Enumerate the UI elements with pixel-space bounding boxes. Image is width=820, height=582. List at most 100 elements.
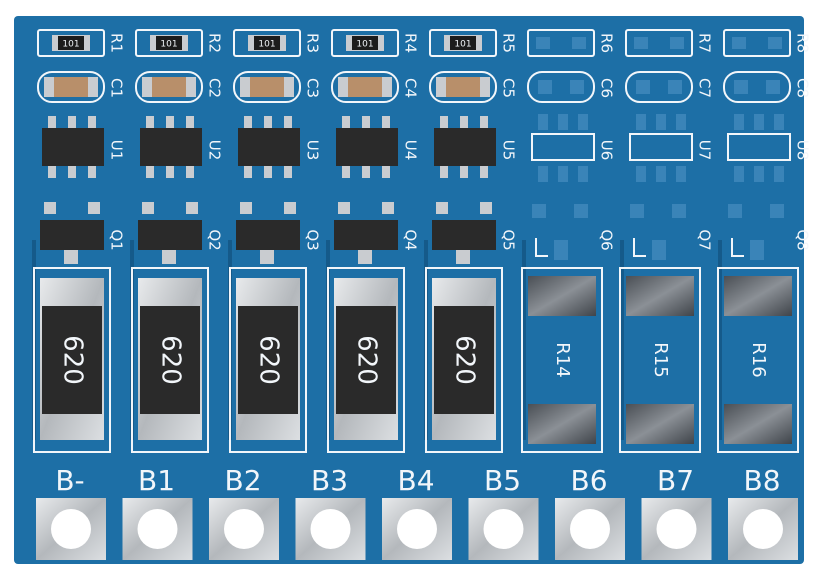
shunt-body [140, 306, 200, 414]
shunt-outline [425, 267, 503, 453]
shunt-outline [619, 267, 701, 453]
ic-pin [382, 116, 390, 128]
ic-label: U3 [304, 140, 322, 161]
pad-label: B3 [311, 464, 348, 497]
ic-pin [68, 166, 76, 178]
ic-pin [186, 116, 194, 128]
empty-pad [532, 204, 546, 218]
ic-pin [48, 116, 56, 128]
ic-chip [336, 128, 398, 166]
resistor-outline [723, 29, 791, 57]
capacitor-terminal [142, 77, 152, 97]
mosfet-label: Q3 [304, 229, 322, 250]
capacitor-outline [429, 71, 497, 103]
mosfet-chip [432, 220, 496, 250]
ic-pin [460, 116, 468, 128]
empty-pad [636, 114, 646, 130]
empty-pad [656, 166, 666, 182]
empty-pad [672, 204, 686, 218]
ic-pin [440, 166, 448, 178]
resistor-label: R1 [108, 33, 126, 53]
pad-label: B- [55, 464, 84, 497]
empty-pad [774, 114, 784, 130]
empty-pad [754, 166, 764, 182]
mosfet-pin [44, 202, 56, 214]
smd-capacitor [44, 77, 98, 97]
empty-pad [734, 166, 744, 182]
shunt-pad [528, 276, 596, 316]
resistor-outline [625, 29, 693, 57]
smd-resistor-body [254, 36, 280, 50]
empty-pad [536, 37, 550, 49]
empty-pad [538, 114, 548, 130]
mosfet-tab [456, 250, 470, 264]
ic-pin [264, 166, 272, 178]
shunt-pad [626, 276, 694, 316]
trace [522, 240, 526, 440]
mosfet-chip [138, 220, 202, 250]
shunt-body [42, 306, 102, 414]
mosfet-outline [535, 238, 548, 257]
solder-hole [483, 509, 524, 549]
solder-hole [137, 509, 178, 549]
capacitor-outline [723, 71, 791, 103]
empty-pad [652, 240, 666, 260]
mosfet-tab [260, 250, 274, 264]
ic-label: U5 [500, 140, 518, 161]
trace [718, 240, 722, 440]
empty-pad [574, 204, 588, 218]
ic-pin [186, 166, 194, 178]
capacitor-outline [135, 71, 203, 103]
capacitor-terminal [240, 77, 250, 97]
resistor-label: R2 [206, 33, 224, 53]
solder-hole [570, 509, 610, 549]
empty-pad [578, 166, 588, 182]
shunt-body [434, 306, 494, 414]
shunt-code: 620 [450, 335, 480, 385]
empty-pad [734, 80, 748, 94]
empty-pad [630, 204, 644, 218]
solder-hole [224, 509, 264, 549]
ic-label: U2 [206, 140, 224, 161]
ic-pin [146, 166, 154, 178]
ic-pin [264, 116, 272, 128]
pad-label: B7 [657, 464, 694, 497]
ic-pin [342, 166, 350, 178]
pad-label: B1 [138, 464, 175, 497]
capacitor-terminal [436, 77, 446, 97]
shunt-pad [724, 276, 792, 316]
mosfet-pin [88, 202, 100, 214]
empty-pad [558, 114, 568, 130]
smd-capacitor [436, 77, 490, 97]
capacitor-terminal [284, 77, 294, 97]
empty-pad [572, 37, 586, 49]
ic-label: U6 [598, 140, 616, 161]
mosfet-label: Q2 [206, 229, 224, 250]
shunt-label: R14 [552, 342, 573, 377]
shunt-code: 620 [156, 335, 186, 385]
empty-pad [676, 114, 686, 130]
solder-hole [310, 509, 351, 549]
smd-resistor-code: 101 [160, 40, 177, 50]
smd-capacitor [240, 77, 294, 97]
resistor-outline [233, 29, 301, 57]
resistor-label: R5 [500, 33, 518, 53]
pad-label: B8 [743, 464, 780, 497]
mosfet-pin [142, 202, 154, 214]
empty-pad [570, 80, 584, 94]
pad-label: B2 [224, 464, 261, 497]
ic-pin [440, 116, 448, 128]
ic-outline [727, 133, 791, 161]
pad-label: B5 [484, 464, 521, 497]
ic-pin [244, 116, 252, 128]
mosfet-tab [64, 250, 78, 264]
empty-pad [766, 80, 780, 94]
shunt-outline [521, 267, 603, 453]
shunt-outline [327, 267, 405, 453]
ic-chip [42, 128, 104, 166]
capacitor-terminal [44, 77, 54, 97]
capacitor-outline [625, 71, 693, 103]
solder-hole [51, 509, 91, 549]
mosfet-label: Q7 [696, 229, 714, 250]
